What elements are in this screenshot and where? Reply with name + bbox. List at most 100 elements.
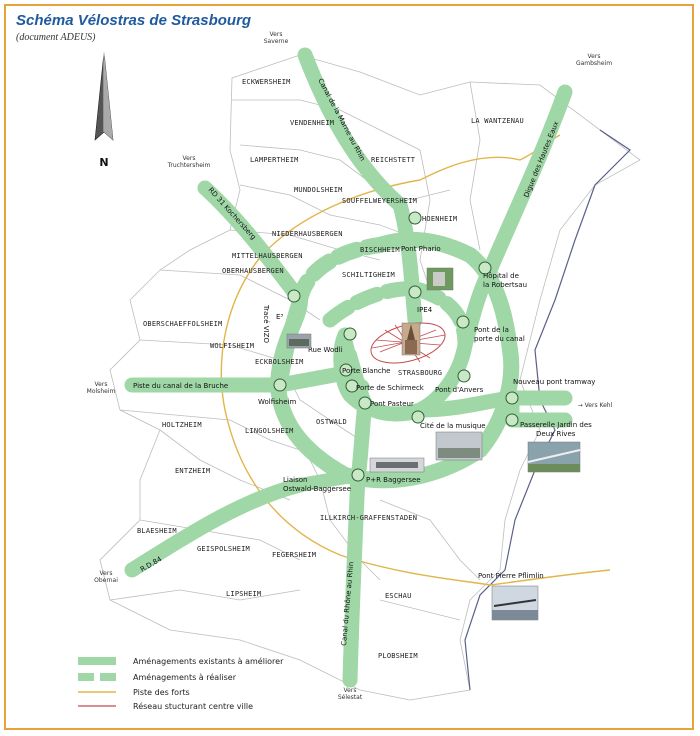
commune-entzheim: ENTZHEIM [175, 467, 210, 475]
label-passerelle-1: Passerelle Jardin des [520, 421, 592, 429]
commune-lipsheim: LIPSHEIM [226, 590, 261, 598]
commune-hoenheim: HOENHEIM [422, 215, 457, 223]
label-wolfisheim: Wolfisheim [258, 398, 296, 406]
node-pr-baggersee[interactable] [351, 468, 365, 482]
label-hopital-2: la Robertsau [483, 281, 527, 289]
legend-existing-swatch [78, 657, 116, 665]
commune-souffelweyersheim: SOUFFELWEYERSHEIM [342, 197, 417, 205]
route-rhone-rhin [342, 395, 373, 688]
node-passerelle[interactable] [505, 413, 519, 427]
route-rd84 [124, 477, 308, 578]
legend-planned-swatch-2 [100, 673, 116, 681]
legend-existing: Aménagements existants à améliorer [133, 656, 284, 666]
node-e3[interactable] [287, 289, 301, 303]
label-porte-blanche: Porte Blanche [342, 367, 390, 375]
dest-molsheim-line1: Vers [95, 381, 108, 388]
commune-illkirch: ILLKIRCH-GRAFFENSTADEN [320, 514, 417, 522]
node-wolfisheim[interactable] [273, 378, 287, 392]
dest-obernai-line2: Obernai [94, 577, 118, 584]
commune-reichstett: REICHSTETT [371, 156, 416, 164]
photo-passerelle [527, 441, 581, 473]
legend-reseau: Réseau stucturant centre ville [133, 701, 253, 711]
dest-selestat-line2: Sélestat [338, 694, 363, 701]
label-hopital-1: Hôpital de [483, 272, 519, 280]
label-pont-pasteur: Pont Pasteur [370, 400, 414, 408]
compass-icon: N [94, 51, 114, 169]
dest-kehl: → Vers Kehl [578, 402, 613, 409]
map-subtitle: (document ADEUS) [16, 32, 96, 43]
dest-gambsheim-line2: Gambsheim [576, 60, 612, 67]
route-nodes[interactable] [273, 211, 519, 482]
commune-mundolsheim: MUNDOLSHEIM [294, 186, 343, 194]
label-nouveau-pont-tramway: Nouveau pont tramway [513, 378, 595, 386]
commune-fegersheim: FEGERSHEIM [272, 551, 316, 559]
legend-planned-swatch [78, 673, 94, 681]
label-pr-baggersee: P+R Baggersee [366, 476, 421, 484]
piste-des-forts [220, 156, 611, 586]
label-pont-phario: Pont Phario [401, 245, 441, 253]
label-liaison-1: Liaison [283, 476, 307, 484]
label-rd31: RD 31 Kochersberg [207, 186, 258, 241]
route-hautes-eaux [457, 84, 573, 353]
commune-boundaries [99, 54, 641, 701]
route-marne-rhin [297, 47, 423, 328]
commune-bischheim: BISCHHEIM [360, 246, 400, 254]
commune-wolfisheim: WOLFISHEIM [210, 342, 254, 350]
compass-label: N [99, 156, 108, 169]
commune-vendenheim: VENDENHEIM [290, 119, 334, 127]
label-trace-vizo: Tracé VIZO [262, 304, 270, 343]
commune-lingolsheim: LINGOLSHEIM [245, 427, 294, 435]
photo-cite-musique [435, 431, 483, 461]
node-pont-anvers[interactable] [457, 369, 471, 383]
commune-eckbolsheim: ECKBOLSHEIM [255, 358, 304, 366]
node-porte-blanche[interactable] [339, 363, 353, 377]
legend-forts: Piste des forts [133, 688, 190, 697]
commune-ostwald: OSTWALD [316, 418, 347, 426]
commune-holtzheim: HOLTZHEIM [162, 421, 202, 429]
dest-saverne-line1: Vers [270, 31, 283, 38]
label-e3: E³ [276, 313, 283, 321]
label-bruche: Piste du canal de la Bruche [133, 382, 228, 390]
commune-plobsheim: PLOBSHEIM [378, 652, 418, 660]
photo-ipe4 [426, 267, 454, 291]
dest-selestat-line1: Vers [344, 687, 357, 694]
commune-labels: ECKWERSHEIM VENDENHEIM LAMPERTHEIM REICH… [137, 78, 524, 660]
label-passerelle-2: Deux Rives [536, 430, 576, 438]
node-cite-musique[interactable] [411, 410, 425, 424]
node-pont-pasteur[interactable] [358, 396, 372, 410]
node-nouveau-pont-tramway[interactable] [505, 391, 519, 405]
node-labels: Pont Phario Hôpital de la Robertsau IPE4… [258, 245, 595, 580]
commune-blaesheim: BLAESHEIM [137, 527, 177, 535]
label-rue-wodli: Rue Wodli [308, 346, 343, 354]
commune-oberhausbergen: OBERHAUSBERGEN [222, 267, 284, 275]
node-pont-porte-canal[interactable] [456, 315, 470, 329]
node-rue-wodli[interactable] [343, 327, 357, 341]
dest-truchtersheim-line1: Vers [183, 155, 196, 162]
dest-obernai-line1: Vers [100, 570, 113, 577]
photo-cathedral [401, 322, 421, 356]
commune-lampertheim: LAMPERTHEIM [250, 156, 299, 164]
legend: Aménagements existants à améliorer Aména… [78, 656, 284, 711]
label-pont-pflimlin: Pont Pierre Pflimlin [478, 572, 544, 580]
map-frame [4, 4, 694, 730]
commune-niederhausbergen: NIEDERHAUSBERGEN [272, 230, 343, 238]
destination-labels: Vers Saverne Vers Gambsheim Vers Truchte… [87, 31, 613, 701]
commune-oberschaeffolsheim: OBERSCHAEFFOLSHEIM [143, 320, 222, 328]
commune-strasbourg: STRASBOURG [398, 369, 442, 377]
rhine-border [464, 129, 631, 691]
label-cite-musique: Cité de la musique [420, 422, 486, 430]
node-pont-phario[interactable] [408, 211, 422, 225]
legend-planned: Aménagements à réaliser [133, 672, 237, 682]
label-porte-schirmeck: Porte de Schirmeck [356, 384, 425, 392]
node-hopital[interactable] [478, 261, 492, 275]
label-liaison-2: Ostwald-Baggersee [283, 485, 351, 493]
label-ipe4: IPE4 [417, 306, 433, 314]
node-ipe4[interactable] [408, 285, 422, 299]
commune-eschau: ESCHAU [385, 592, 412, 600]
label-pont-porte-canal-2: porte du canal [474, 335, 525, 343]
commune-la-wantzenau: LA WANTZENAU [471, 117, 524, 125]
node-porte-schirmeck[interactable] [345, 379, 359, 393]
outer-ring-planned [292, 237, 388, 308]
commune-mittelhausbergen: MITTELHAUSBERGEN [232, 252, 303, 260]
